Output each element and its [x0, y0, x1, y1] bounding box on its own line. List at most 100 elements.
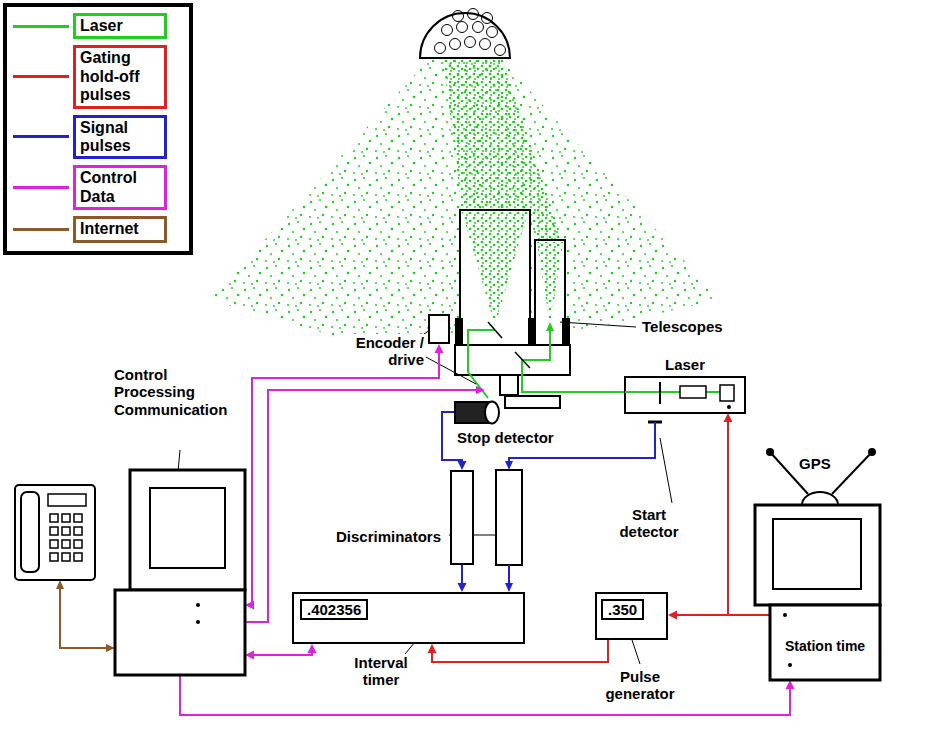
reflector	[465, 37, 476, 48]
mount-bracket	[528, 318, 536, 345]
key	[74, 540, 82, 548]
legend-label: Internet	[73, 216, 167, 242]
node-label: Start detector	[610, 506, 688, 541]
internet-wire	[60, 588, 106, 648]
reflector	[487, 27, 498, 38]
stop-detector-picture	[455, 400, 500, 425]
reflector	[473, 22, 484, 33]
laser-unit: Laser	[625, 377, 745, 413]
legend-label: Control Data	[73, 165, 167, 210]
telephone-display	[48, 494, 86, 506]
leader-line	[632, 640, 640, 664]
counter-display: .402356	[300, 599, 368, 620]
connector	[252, 651, 312, 655]
counter-display: .350	[601, 599, 644, 620]
computer: Control Processing Communication	[115, 470, 245, 675]
legend-label: Laser	[73, 13, 167, 39]
key	[62, 553, 70, 561]
arrow-head	[435, 344, 444, 353]
connector	[180, 675, 790, 715]
mount-stand	[500, 375, 518, 395]
leader-line	[660, 438, 672, 503]
computer-picture	[115, 470, 245, 675]
gps-antenna	[868, 448, 876, 456]
legend-label: Signal pulses	[73, 115, 167, 160]
station-computer: GPSStation time	[755, 505, 880, 680]
legend-swatch	[13, 25, 69, 28]
arrow-head	[668, 611, 677, 620]
arrow-head	[505, 583, 513, 592]
key	[62, 514, 70, 522]
connector	[252, 351, 439, 605]
reflector	[457, 22, 468, 33]
legend-swatch	[13, 135, 69, 138]
telephone-handset	[21, 492, 39, 572]
legend-row: Signal pulses	[13, 115, 189, 160]
key	[74, 514, 82, 522]
reflector	[495, 45, 506, 56]
key	[62, 527, 70, 535]
key	[50, 540, 58, 548]
satellite-reflectors	[435, 9, 506, 56]
legend-swatch	[13, 75, 69, 78]
mount-base	[505, 396, 560, 408]
node-label: Discriminators	[334, 528, 443, 545]
mount-bracket	[455, 318, 463, 345]
key	[50, 514, 58, 522]
pulse-generator: .350Pulse generator	[595, 592, 668, 640]
start-detector: Start detector	[648, 420, 662, 436]
arrow-head	[546, 322, 554, 331]
gps-antenna	[832, 452, 872, 494]
gps-antenna	[766, 448, 774, 456]
arrow-head	[458, 461, 467, 470]
key	[74, 527, 82, 535]
telescope-label: Telescopes	[640, 318, 740, 338]
signal-wire	[508, 565, 510, 584]
arrow-head	[308, 644, 317, 653]
key	[50, 527, 58, 535]
arrow-head	[476, 386, 485, 394]
key	[50, 553, 58, 561]
reflector	[480, 39, 491, 50]
leader-line	[560, 322, 636, 327]
node-label: Pulse generator	[601, 668, 679, 703]
legend: LaserGating hold-off pulsesSignal pulses…	[3, 3, 193, 255]
legend-row: Laser	[13, 13, 189, 39]
arrow-head	[458, 583, 467, 592]
arrow-head	[428, 644, 437, 653]
laser-unit-picture	[625, 377, 745, 413]
arrow-head	[724, 413, 733, 422]
telescope-tube	[460, 210, 530, 345]
reflector	[468, 9, 479, 20]
laser-beam	[522, 330, 625, 392]
legend-row: Control Data	[13, 165, 189, 210]
discriminator	[496, 470, 522, 565]
node-label: Telescopes	[640, 318, 725, 335]
mirror	[515, 352, 530, 368]
reflector	[442, 25, 453, 36]
telephone	[15, 485, 95, 580]
node-label: Stop detector	[455, 429, 556, 446]
stop-detector: Stop detector	[455, 400, 500, 425]
connector	[461, 565, 463, 585]
key	[62, 540, 70, 548]
node-label: Station time	[783, 638, 867, 654]
legend-label: Gating hold-off pulses	[73, 45, 167, 108]
mirror	[488, 322, 502, 338]
legend-swatch	[13, 186, 69, 189]
leader-line	[424, 356, 476, 384]
reflector	[482, 13, 493, 24]
telescope-cone	[537, 242, 563, 326]
mount-frame	[455, 345, 570, 375]
start-detector-picture	[648, 420, 662, 436]
reflector	[435, 43, 446, 54]
arrow-head	[56, 580, 64, 589]
encoder-box: Encoder / drive	[428, 314, 450, 344]
control-wire	[240, 390, 476, 622]
interval-timer: .402356Interval timer	[292, 592, 525, 644]
legend-row: Gating hold-off pulses	[13, 45, 189, 108]
reflector	[453, 11, 464, 22]
node-label: Interval timer	[348, 654, 414, 689]
arrow-head	[505, 461, 513, 470]
node-label: Control Processing Communication	[112, 366, 248, 418]
